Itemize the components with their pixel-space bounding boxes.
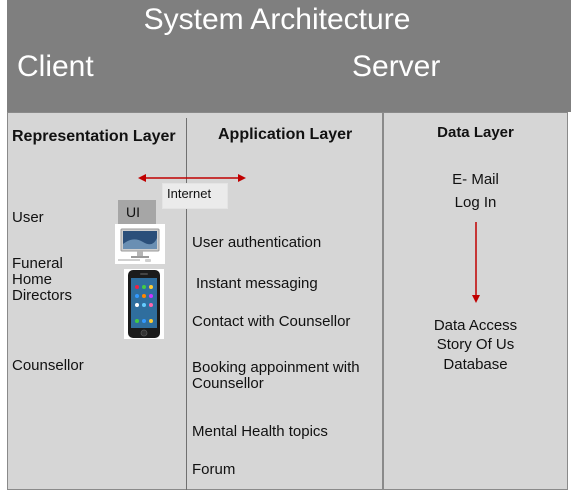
data-access: Data Access <box>433 317 518 334</box>
data-login: Log In <box>454 194 497 211</box>
internet-label: Internet <box>167 186 212 201</box>
diagram-title: System Architecture <box>143 3 411 36</box>
feature-contact-counsellor: Contact with Counsellor <box>192 313 351 330</box>
data-layer-heading: Data Layer <box>437 124 514 141</box>
feature-user-authentication: User authentication <box>192 234 322 251</box>
feature-forum: Forum <box>192 461 236 478</box>
diagram-header: System Architecture Client Server <box>7 0 571 112</box>
role-funeral-home-directors: Funeral Home Directors <box>12 255 73 304</box>
ui-label: UI <box>126 204 140 220</box>
feature-mental-health-topics: Mental Health topics <box>192 423 328 440</box>
ui-box <box>118 200 156 226</box>
feature-instant-messaging: Instant messaging <box>196 275 318 292</box>
role-user: User <box>12 209 44 226</box>
data-database: Database <box>443 356 508 373</box>
role-counsellor: Counsellor <box>12 357 84 374</box>
representation-layer-heading: Representation Layer <box>12 128 176 145</box>
feature-booking-appointment: Booking appoinment with Counsellor <box>192 359 360 392</box>
internet-box <box>162 183 228 209</box>
data-email-login: E- Mail Log In <box>383 168 568 214</box>
smartphone-icon <box>124 269 164 339</box>
application-layer-heading: Application Layer <box>218 126 353 143</box>
data-story-of-us: Story Of Us <box>436 336 515 353</box>
server-heading: Server <box>352 50 441 83</box>
client-heading: Client <box>17 50 94 83</box>
layer-divider <box>186 118 187 490</box>
data-email: E- Mail <box>452 171 499 188</box>
monitor-icon <box>115 224 165 264</box>
